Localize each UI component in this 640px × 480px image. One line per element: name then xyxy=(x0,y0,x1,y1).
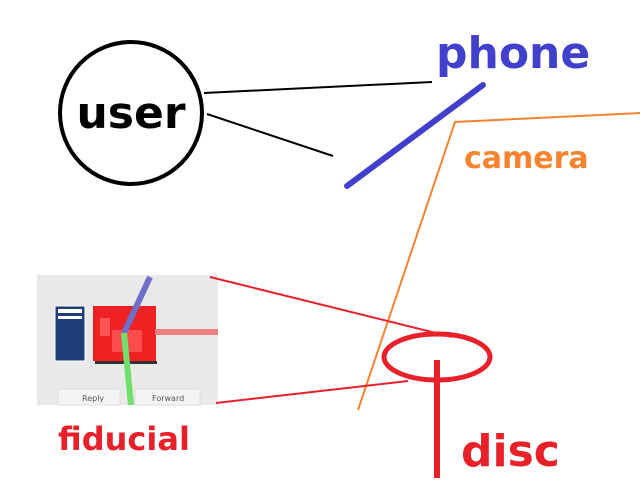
fiducial-label: fiducial xyxy=(58,420,190,458)
reply-button: Reply xyxy=(82,394,104,403)
edge-user-phone-device xyxy=(206,113,334,157)
user-node xyxy=(58,40,204,186)
edge-user-phone xyxy=(203,81,433,94)
phone-device xyxy=(344,82,486,189)
forward-button: Forward xyxy=(152,394,184,403)
fiducial-edge-top xyxy=(209,276,453,338)
camera-label: camera xyxy=(464,141,589,176)
disc-label: disc xyxy=(461,426,560,477)
camera-frustum xyxy=(357,112,640,411)
phone-label: phone xyxy=(436,28,590,79)
user-label: user xyxy=(76,88,185,139)
fiducial-edge-bottom xyxy=(215,380,409,404)
fiducial-photo: Reply Forward xyxy=(37,275,218,406)
